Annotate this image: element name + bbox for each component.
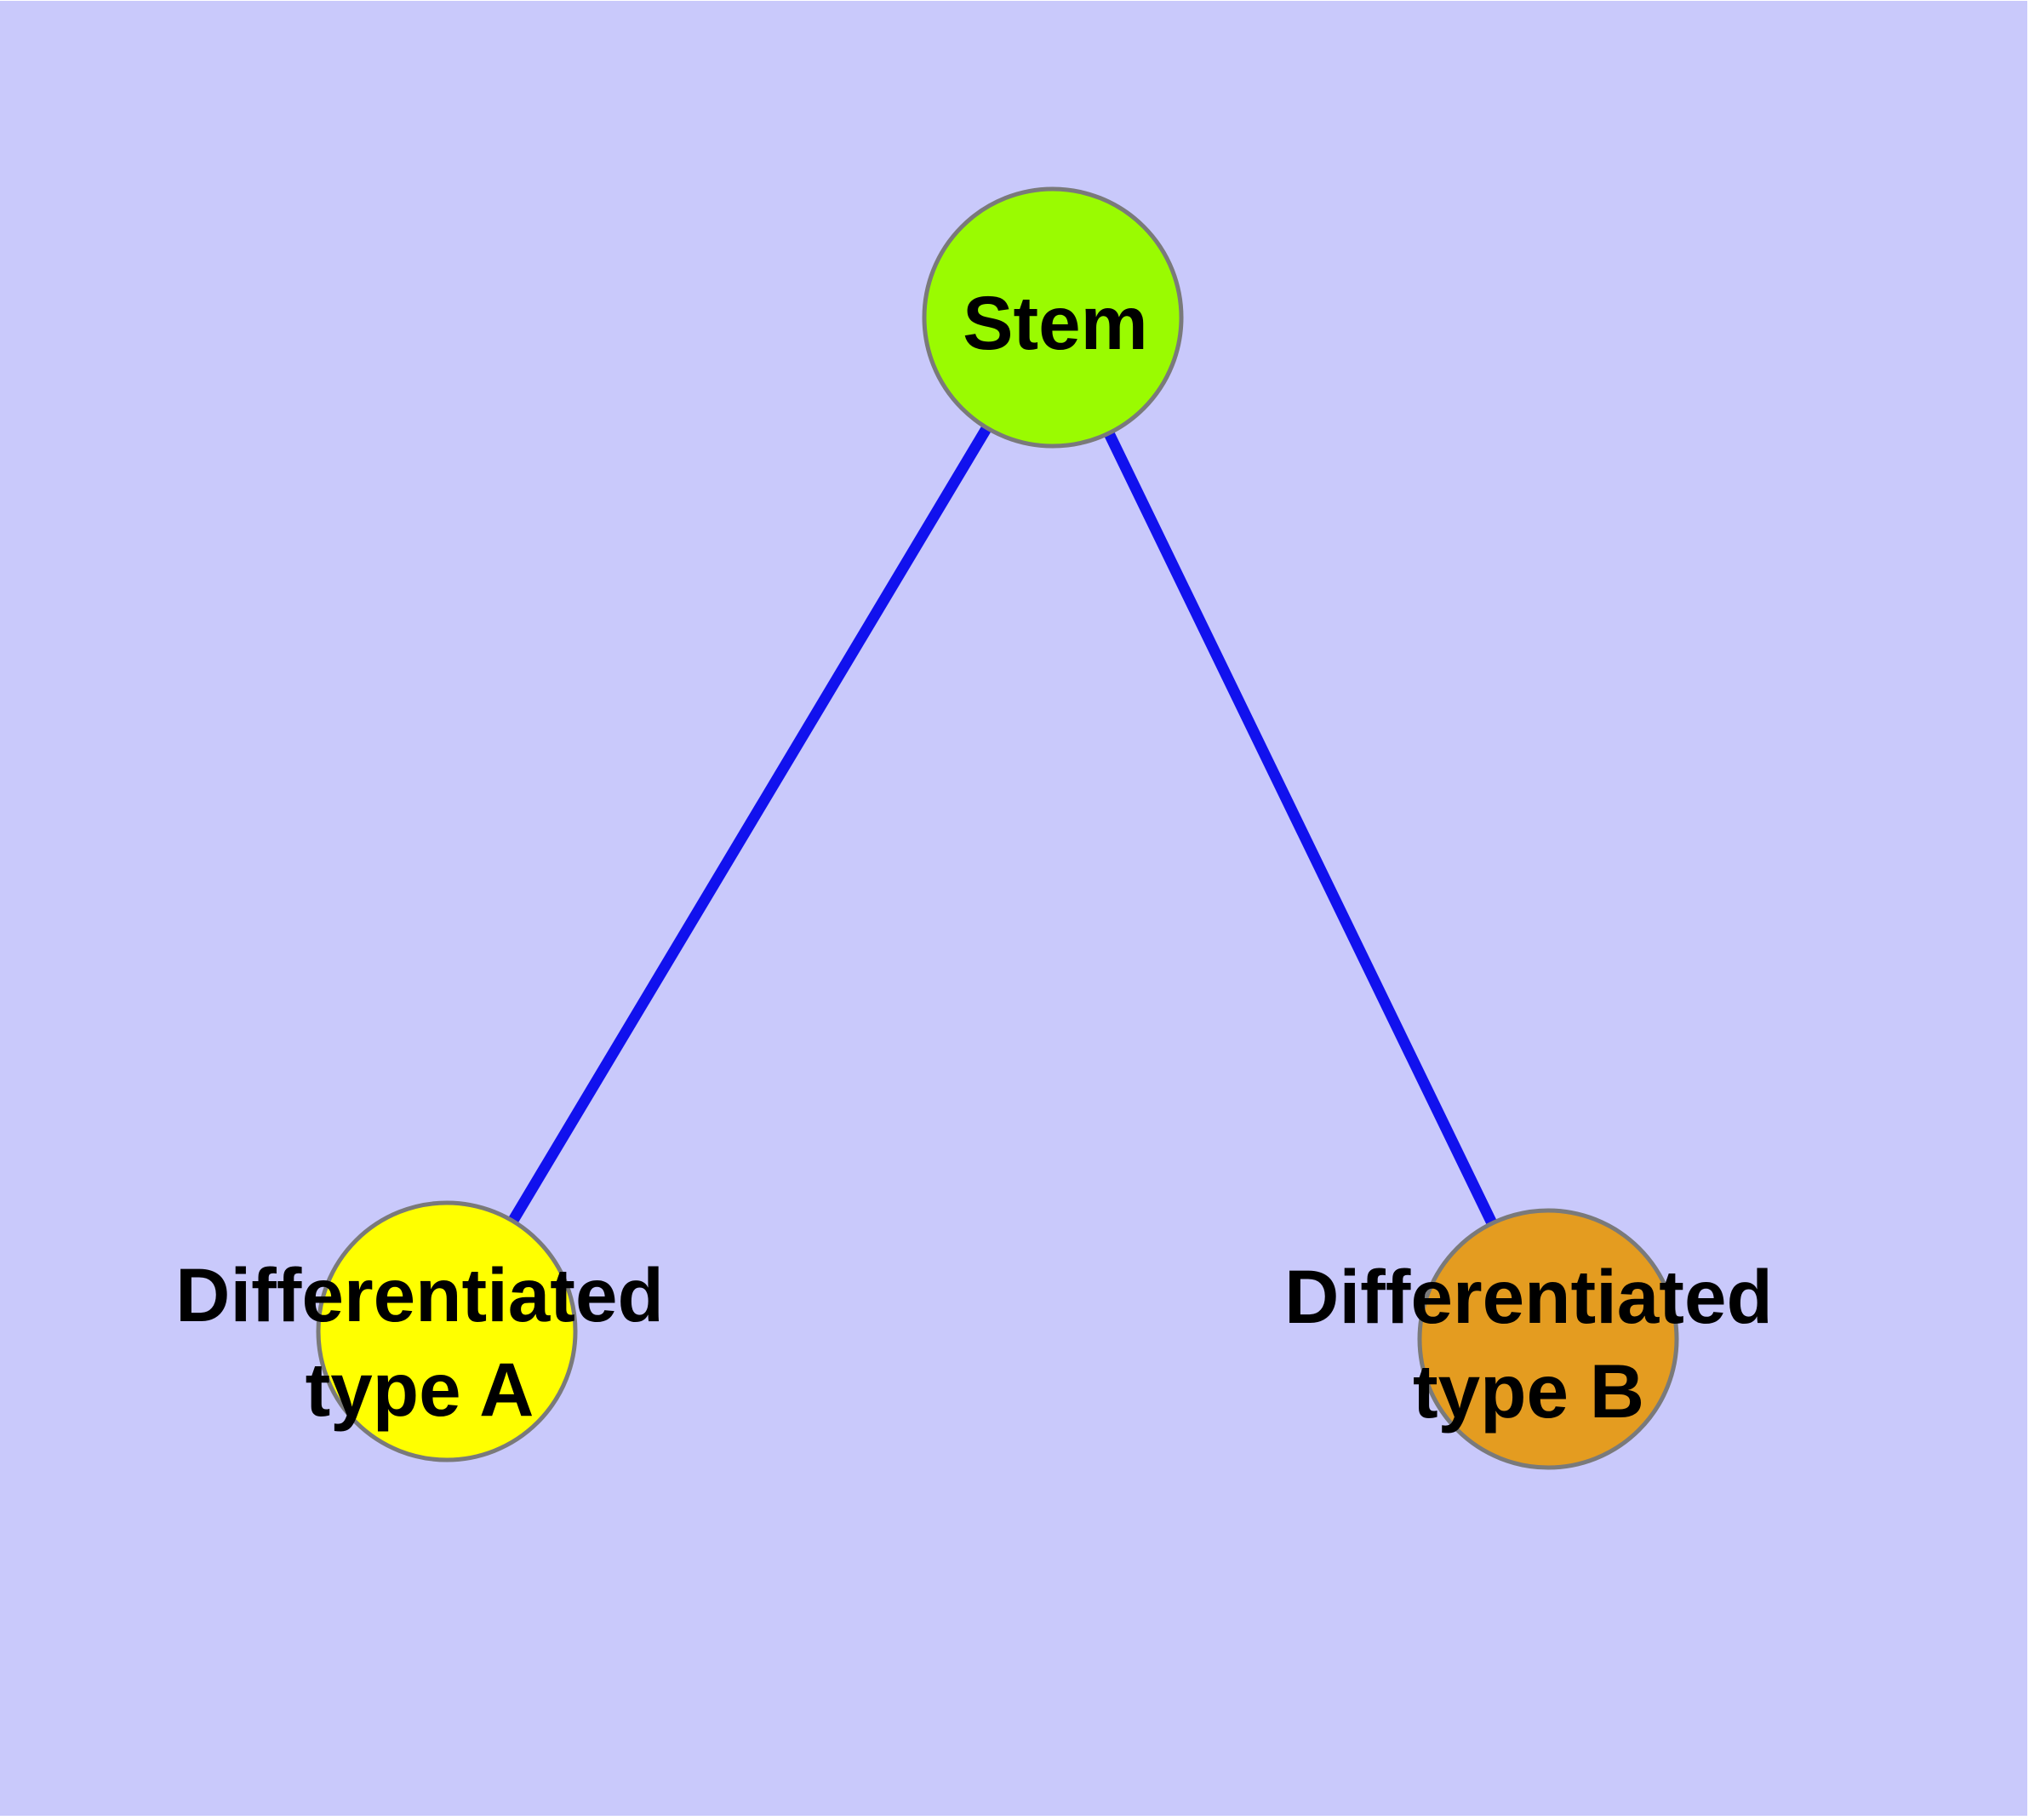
node-differentiated-type-a[interactable] xyxy=(316,1200,578,1462)
node-differentiated-type-b[interactable] xyxy=(1417,1208,1679,1470)
node-stem-label: Stem xyxy=(963,280,1148,365)
edge-stem-to-type-b xyxy=(1048,315,1553,1342)
node-type-b-label-line2: type B xyxy=(1413,1348,1644,1434)
node-stem[interactable] xyxy=(922,186,1184,449)
edge-stem-to-type-a xyxy=(442,314,1058,1335)
node-type-a-label-line2: type A xyxy=(306,1347,534,1432)
node-type-b-label-line1: Differentiated xyxy=(1284,1254,1773,1339)
node-type-a-label-line1: Differentiated xyxy=(175,1252,664,1337)
